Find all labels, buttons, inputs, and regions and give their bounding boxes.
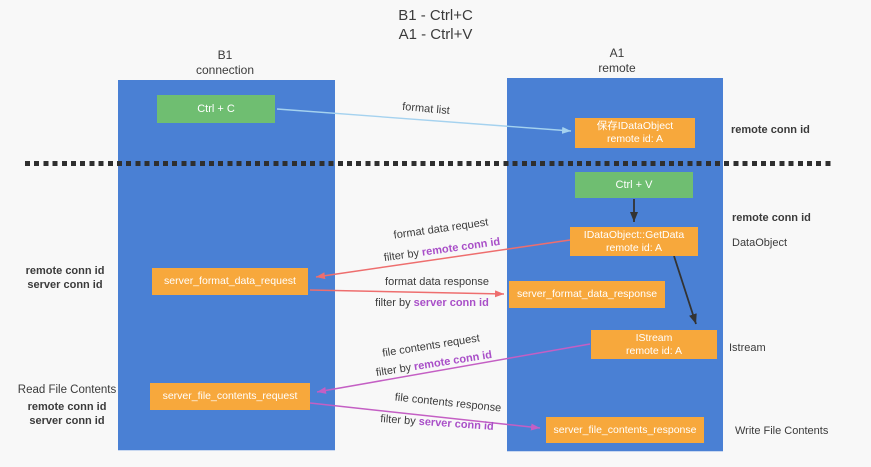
- label-format-data-request-text: format data request: [392, 216, 490, 242]
- label-format-list: format list: [402, 101, 451, 117]
- left-remote-conn-id-bottom: remote conn id: [27, 401, 107, 413]
- filter-by-text: filter by: [379, 413, 417, 428]
- left-server-conn-id-bottom: server conn id: [29, 415, 105, 427]
- node-server-file-contents-response: server_file_contents_response: [546, 417, 704, 443]
- right-remote-conn-id-mid: remote conn id: [732, 212, 811, 224]
- dashed-separator-line: [25, 161, 832, 166]
- left-remote-conn-id-top: remote conn id: [25, 265, 105, 277]
- server-conn-id-text: server conn id: [418, 415, 495, 433]
- diagram-title-line2: A1 - Ctrl+V: [398, 26, 473, 43]
- istream-label: Istream: [729, 342, 766, 354]
- label-file-contents-response: file contents response: [394, 391, 502, 414]
- node-ctrl-c: Ctrl + C: [157, 95, 275, 123]
- label-format-data-response-text: format data response: [385, 276, 489, 288]
- right-remote-conn-id-top: remote conn id: [731, 124, 810, 136]
- remote-conn-id-text: remote conn id: [421, 235, 501, 259]
- diagram-title-line1: B1 - Ctrl+C: [398, 7, 473, 24]
- node-save-idataobject: 保存IDataObject remote id: A: [575, 118, 695, 148]
- write-file-contents-label: Write File Contents: [735, 425, 829, 437]
- read-file-contents-label: Read File Contents: [17, 384, 117, 396]
- lane-a1-role: remote: [598, 61, 636, 75]
- node-ctrl-v: Ctrl + V: [575, 172, 693, 198]
- node-file-request-label: server_file_contents_request: [162, 390, 298, 402]
- filter-by-text: filter by: [375, 361, 413, 380]
- left-read-file-group: Read File Contents remote conn id server…: [8, 383, 126, 428]
- node-server-file-contents-request: server_file_contents_request: [150, 383, 310, 410]
- node-save-idataobject-line1: 保存IDataObject: [596, 120, 674, 132]
- node-getdata-line1: IDataObject::GetData: [583, 228, 685, 241]
- format-data-response-arrow: [309, 289, 505, 298]
- node-getdata-line2: remote id: A: [605, 241, 663, 254]
- node-istream-line2: remote id: A: [625, 344, 683, 357]
- label-file-contents-response-text: file contents response: [394, 391, 502, 415]
- node-format-request-label: server_format_data_request: [164, 275, 296, 287]
- filter-by-text: filter by: [375, 297, 411, 309]
- lane-a1-name: A1: [609, 46, 625, 60]
- node-istream-line1: IStream: [635, 331, 673, 344]
- dataobject-label: DataObject: [732, 237, 788, 249]
- node-idataobject-getdata: IDataObject::GetData remote id: A: [570, 227, 698, 256]
- node-istream: IStream remote id: A: [591, 330, 717, 359]
- label-format-data-request: format data request: [393, 216, 489, 241]
- label-format-list-text: format list: [401, 100, 451, 118]
- left-server-conn-id-top: server conn id: [27, 279, 103, 291]
- label-format-data-response: format data response: [385, 276, 489, 288]
- node-server-format-data-request: server_format_data_request: [152, 268, 308, 295]
- lane-b1-role: connection: [195, 63, 255, 77]
- node-format-response-label: server_format_data_response: [516, 288, 658, 300]
- diagram-title: B1 - Ctrl+C A1 - Ctrl+V: [0, 6, 871, 44]
- node-file-response-label: server_file_contents_response: [553, 423, 697, 436]
- server-conn-id-text: server conn id: [413, 297, 489, 309]
- left-conn-id-group-top: remote conn id server conn id: [12, 264, 118, 292]
- node-server-format-data-response: server_format_data_response: [509, 281, 665, 308]
- node-ctrl-v-label: Ctrl + V: [615, 178, 653, 191]
- node-save-idataobject-line2: remote id: A: [606, 133, 664, 145]
- filter-by-text: filter by: [383, 247, 420, 265]
- node-ctrl-c-label: Ctrl + C: [197, 102, 235, 115]
- lane-header-b1: B1 connection: [160, 48, 290, 78]
- lane-header-a1: A1 remote: [552, 46, 682, 76]
- lane-b1-name: B1: [217, 48, 233, 62]
